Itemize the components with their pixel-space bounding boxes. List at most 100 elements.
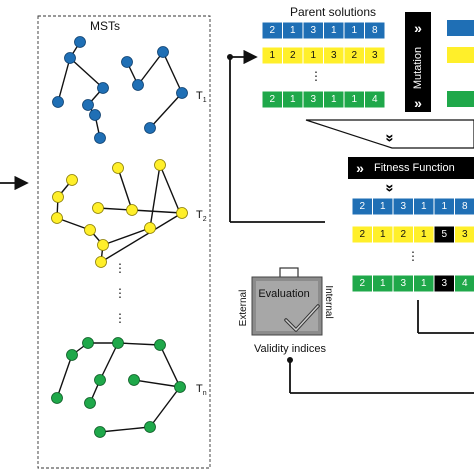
solution-cell-value: 2 — [290, 50, 296, 61]
t2-node — [52, 191, 64, 203]
msts-ellipsis: ⋮ — [114, 286, 126, 300]
t1-node — [144, 122, 156, 134]
solution-cell-value: 8 — [372, 25, 378, 36]
solution-cell-value: 1 — [351, 94, 357, 105]
fitness-function-box — [348, 157, 474, 179]
t1-node — [94, 132, 106, 144]
t2-node — [84, 224, 96, 236]
tn-node — [82, 337, 94, 349]
msts-panel — [37, 15, 211, 469]
offspring-ellipsis: ⋮ — [407, 249, 419, 263]
solution-cell-value: 4 — [462, 278, 468, 289]
solution-cell-value: 1 — [290, 25, 296, 36]
tn-node — [94, 426, 106, 438]
evaluation-title: Evaluation — [258, 288, 309, 300]
mutation-chevron-icon: » — [414, 20, 422, 36]
t1-node — [74, 36, 86, 48]
solution-cell-value: 2 — [359, 229, 365, 240]
junction-dot — [287, 357, 293, 363]
solution-cell-value: 2 — [400, 229, 406, 240]
t2-node — [66, 174, 78, 186]
evaluation-board — [251, 267, 323, 336]
tree-label-tn: Tn — [196, 383, 207, 397]
mutation-box — [405, 12, 431, 112]
t2-node — [126, 204, 138, 216]
t2-node — [51, 212, 63, 224]
solution-cell-value: 1 — [380, 229, 386, 240]
solution-cell — [364, 90, 386, 109]
t1-node — [157, 46, 169, 58]
solution-cell-value: 1 — [269, 50, 275, 61]
tn-node — [112, 337, 124, 349]
tree-label-t1: T1 — [196, 90, 207, 104]
tn-node — [66, 349, 78, 361]
next-row-block — [447, 20, 474, 36]
solution-cell-value: 3 — [462, 229, 468, 240]
solution-cell — [364, 21, 386, 40]
tn-node — [84, 397, 96, 409]
funnel — [305, 119, 474, 149]
solution-cell — [454, 225, 474, 244]
tn-node — [51, 392, 63, 404]
tn-node — [128, 374, 140, 386]
external-label: External — [238, 290, 249, 327]
solution-cell-value: 2 — [359, 278, 365, 289]
tn-node — [154, 339, 166, 351]
solution-cell-value: 4 — [372, 94, 378, 105]
solution-cell-value: 1 — [421, 278, 427, 289]
solution-cell-value: 3 — [331, 50, 337, 61]
solution-cell-value: 3 — [372, 50, 378, 61]
junction-dot — [227, 54, 233, 60]
solution-cell-value: 1 — [331, 25, 337, 36]
parent-solutions-title: Parent solutions — [290, 5, 376, 19]
t2-node — [154, 159, 166, 171]
t1-node — [82, 99, 94, 111]
fitness-function-label: Fitness Function — [374, 162, 455, 174]
msts-title: MSTs — [90, 19, 120, 33]
solution-cell-value: 1 — [331, 94, 337, 105]
tree-tn: Tn — [51, 337, 207, 438]
t1-node — [97, 82, 109, 94]
t1-node — [64, 52, 76, 64]
solution-cell-value: 2 — [351, 50, 357, 61]
msts-ellipsis: ⋮ — [114, 311, 126, 325]
solution-cell-value: 3 — [310, 94, 316, 105]
t1-node — [121, 56, 133, 68]
t1-node — [132, 79, 144, 91]
solution-cell-value: 2 — [269, 94, 275, 105]
solution-cell-value: 1 — [351, 25, 357, 36]
tree-t1: T1 — [52, 36, 207, 144]
tn-node — [94, 374, 106, 386]
parent-solution-row: 1 2 1 3 2 3 — [261, 46, 386, 65]
t1-node — [89, 109, 101, 121]
t2-node — [112, 162, 124, 174]
mutation-label: Mutation — [412, 47, 424, 89]
t2-node — [92, 202, 104, 214]
tree-t2: T2 — [51, 159, 207, 268]
solution-cell-value: 1 — [380, 201, 386, 212]
t2-node — [97, 239, 109, 251]
t1-node — [52, 96, 64, 108]
funnel-chevron-icon: » — [382, 134, 399, 142]
t2-node — [144, 222, 156, 234]
tn-node — [174, 381, 186, 393]
solution-cell-value: 1 — [310, 50, 316, 61]
fitness-chevron-icon: » — [356, 160, 364, 176]
next-row-block — [447, 47, 474, 63]
solution-cell-value: 3 — [441, 278, 447, 289]
solution-cell — [364, 46, 386, 65]
validity-indices-label: Validity indices — [254, 343, 326, 355]
fitness-down-chevron-icon: » — [382, 184, 399, 192]
t2-node — [95, 256, 107, 268]
next-row-block — [447, 91, 474, 107]
solution-cell-value: 1 — [380, 278, 386, 289]
solution-cell — [454, 197, 474, 216]
